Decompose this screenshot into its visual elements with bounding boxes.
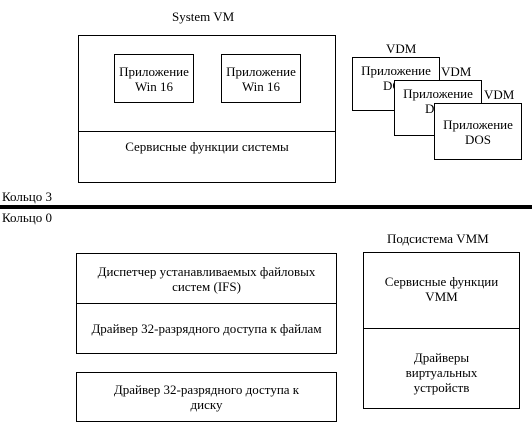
- vmm-divider: [364, 328, 519, 329]
- ring-boundary-line: [0, 205, 532, 209]
- virtual-device-drivers-label: Драйверы виртуальных устройств: [405, 349, 478, 395]
- system-vm-box: Приложение Win 16 Приложение Win 16 Серв…: [78, 35, 336, 183]
- vdm-1-label: VDM: [386, 41, 417, 56]
- ifs-manager-label: Диспетчер устанавливаемых файловых систе…: [97, 264, 316, 294]
- vdm-3-label: VDM: [484, 87, 515, 102]
- file-access-driver: Драйвер 32-разрядного доступа к файлам: [87, 306, 326, 350]
- ring-0-label: Кольцо 0: [2, 210, 52, 225]
- vdm-3-app-label: Приложение DOS: [443, 116, 513, 147]
- win16-app-1: Приложение Win 16: [114, 54, 194, 103]
- win16-app-2-label: Приложение Win 16: [226, 63, 296, 94]
- system-services-label: Сервисные функции системы: [125, 138, 289, 154]
- vdm-2-label: VDM: [441, 64, 472, 79]
- vmm-title: Подсистема VMM: [387, 231, 489, 246]
- file-system-stack: Диспетчер устанавливаемых файловых систе…: [76, 253, 337, 354]
- win16-app-2: Приложение Win 16: [221, 54, 301, 103]
- file-stack-divider: [77, 303, 336, 304]
- file-access-driver-label: Драйвер 32-разрядного доступа к файлам: [91, 320, 322, 336]
- vmm-services: Сервисные функции VMM: [370, 269, 513, 309]
- win16-app-1-label: Приложение Win 16: [119, 63, 189, 94]
- vmm-services-label: Сервисные функции VMM: [384, 274, 499, 304]
- ring-3-label: Кольцо 3: [2, 189, 52, 204]
- disk-access-driver: Драйвер 32-разрядного доступа к диску: [76, 372, 337, 422]
- ifs-manager: Диспетчер устанавливаемых файловых систе…: [87, 258, 326, 300]
- vmm-box: Сервисные функции VMM Драйверы виртуальн…: [363, 252, 520, 409]
- system-vm-title: System VM: [172, 9, 235, 24]
- disk-access-driver-label: Драйвер 32-разрядного доступа к диску: [113, 382, 300, 412]
- system-vm-divider: [79, 131, 335, 132]
- virtual-device-drivers: Драйверы виртуальных устройств: [384, 347, 499, 397]
- vdm-3-box: Приложение DOS: [434, 103, 522, 160]
